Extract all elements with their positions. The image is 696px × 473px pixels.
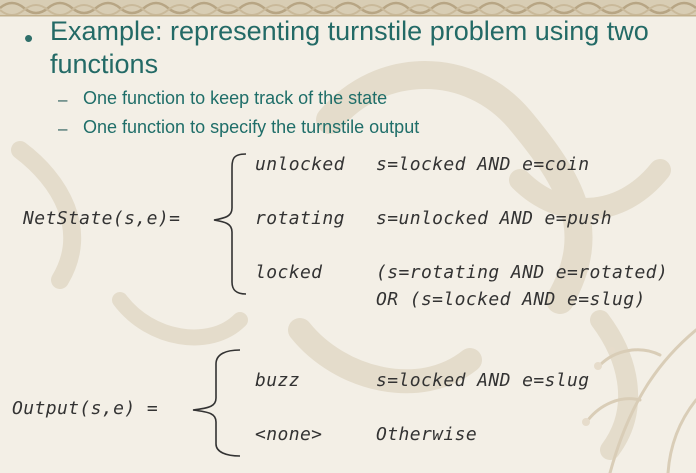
netstate-condition-rotating: s=unlocked AND e=push (376, 208, 612, 229)
netstate-lhs: NetState(s,e)= (23, 208, 181, 229)
sub-bullet-dash: – (58, 90, 68, 109)
output-value-buzz: buzz (255, 370, 300, 391)
output-value-none: <none> (255, 424, 323, 445)
netstate-condition-locked: (s=rotating AND e=rotated) (376, 262, 669, 283)
sub-bullet-output: One function to specify the turnstile ou… (83, 117, 420, 137)
main-bullet: Example: representing turnstile problem … (50, 16, 649, 79)
top-ornamental-border (0, 0, 696, 17)
netstate-value-rotating: rotating (255, 208, 345, 229)
background-watermark (11, 61, 671, 460)
output-brace (192, 349, 241, 457)
bullet-dot: • (24, 23, 34, 53)
output-condition-otherwise: Otherwise (376, 424, 478, 445)
output-lhs: Output(s,e) = (12, 398, 159, 419)
netstate-condition-locked-cont: OR (s=locked AND e=slug) (376, 289, 646, 310)
netstate-value-locked: locked (255, 262, 323, 283)
netstate-condition-unlocked: s=locked AND e=coin (376, 154, 590, 175)
netstate-value-unlocked: unlocked (255, 154, 345, 175)
output-condition-buzz: s=locked AND e=slug (376, 370, 590, 391)
sub-bullet-dash: – (58, 119, 68, 138)
sub-bullet-state: One function to keep track of the state (83, 88, 388, 108)
netstate-brace (213, 153, 247, 295)
branch-decoration (582, 328, 696, 473)
